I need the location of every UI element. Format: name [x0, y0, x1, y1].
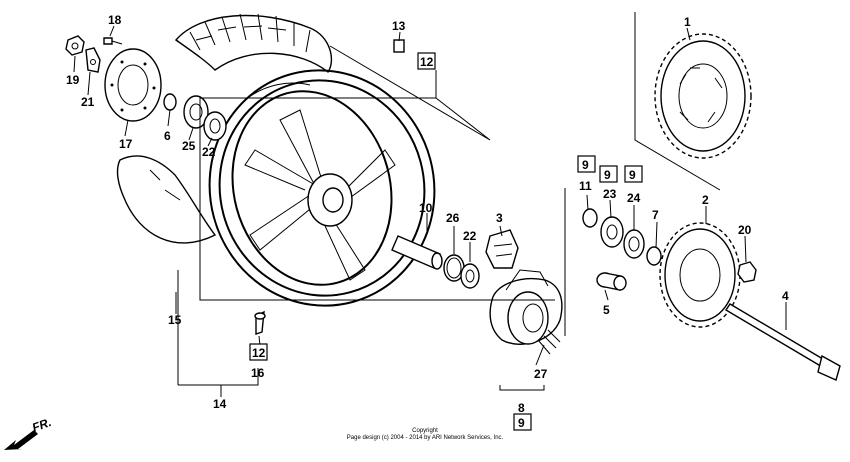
label-5: 5 — [603, 303, 610, 317]
label-20: 20 — [738, 223, 752, 237]
collar — [596, 272, 627, 291]
label-boxes — [249, 52, 643, 431]
label-9-bearing-b: 9 — [629, 168, 636, 182]
label-11: 11 — [579, 179, 592, 193]
label-22-right: 22 — [463, 229, 477, 243]
label-19: 19 — [66, 73, 80, 87]
label-27: 27 — [534, 367, 548, 381]
label-7: 7 — [652, 208, 659, 222]
label-15: 15 — [168, 313, 182, 327]
rear-axle — [725, 303, 841, 381]
front-direction-arrow: FR. — [4, 415, 53, 450]
label-21: 21 — [81, 95, 95, 109]
label-9-flange: 9 — [518, 416, 525, 430]
label-25: 25 — [182, 139, 196, 153]
label-17: 17 — [119, 137, 133, 151]
label-14: 14 — [213, 397, 227, 411]
callout-labels: 1 2 3 4 5 6 7 8 9 9 9 9 10 11 12 12 13 1… — [66, 13, 789, 430]
label-24: 24 — [627, 191, 641, 205]
label-9-bearing: 9 — [604, 168, 611, 182]
copyright-line-2: Page design (c) 2004 - 2014 by ARI Netwo… — [347, 435, 504, 441]
valve-stem — [254, 310, 266, 335]
sprocket-upper — [654, 33, 752, 159]
label-26: 26 — [446, 211, 460, 225]
leader-lines — [73, 12, 787, 397]
label-16: 16 — [251, 366, 265, 380]
label-23: 23 — [603, 187, 617, 201]
bearing-22 — [460, 263, 480, 289]
label-3: 3 — [496, 211, 503, 225]
brake-disc — [104, 48, 162, 122]
label-10: 10 — [419, 201, 433, 215]
label-2: 2 — [702, 193, 709, 207]
label-9-spacer: 9 — [582, 158, 589, 172]
flange-bearings — [582, 208, 662, 266]
label-8: 8 — [518, 401, 525, 415]
label-12-rim: 12 — [420, 55, 434, 69]
copyright-line-1: Copyright — [412, 428, 438, 434]
label-18: 18 — [108, 13, 122, 27]
balance-weight — [393, 39, 405, 53]
label-1: 1 — [684, 15, 691, 29]
label-13: 13 — [392, 19, 406, 33]
wheel-rim — [208, 69, 436, 307]
label-22-left: 22 — [202, 145, 216, 159]
label-4: 4 — [782, 289, 789, 303]
front-direction-label: FR. — [30, 415, 53, 435]
label-12-valve: 12 — [252, 346, 266, 360]
label-6: 6 — [164, 129, 171, 143]
sprocket-lower — [659, 222, 741, 328]
tire — [116, 13, 333, 244]
damper-rubber — [485, 229, 519, 269]
disc-hardware — [65, 35, 123, 73]
left-bearings — [163, 93, 227, 141]
sprocket-nut — [737, 261, 757, 283]
axle-collar — [391, 235, 443, 270]
driven-flange — [489, 269, 563, 355]
